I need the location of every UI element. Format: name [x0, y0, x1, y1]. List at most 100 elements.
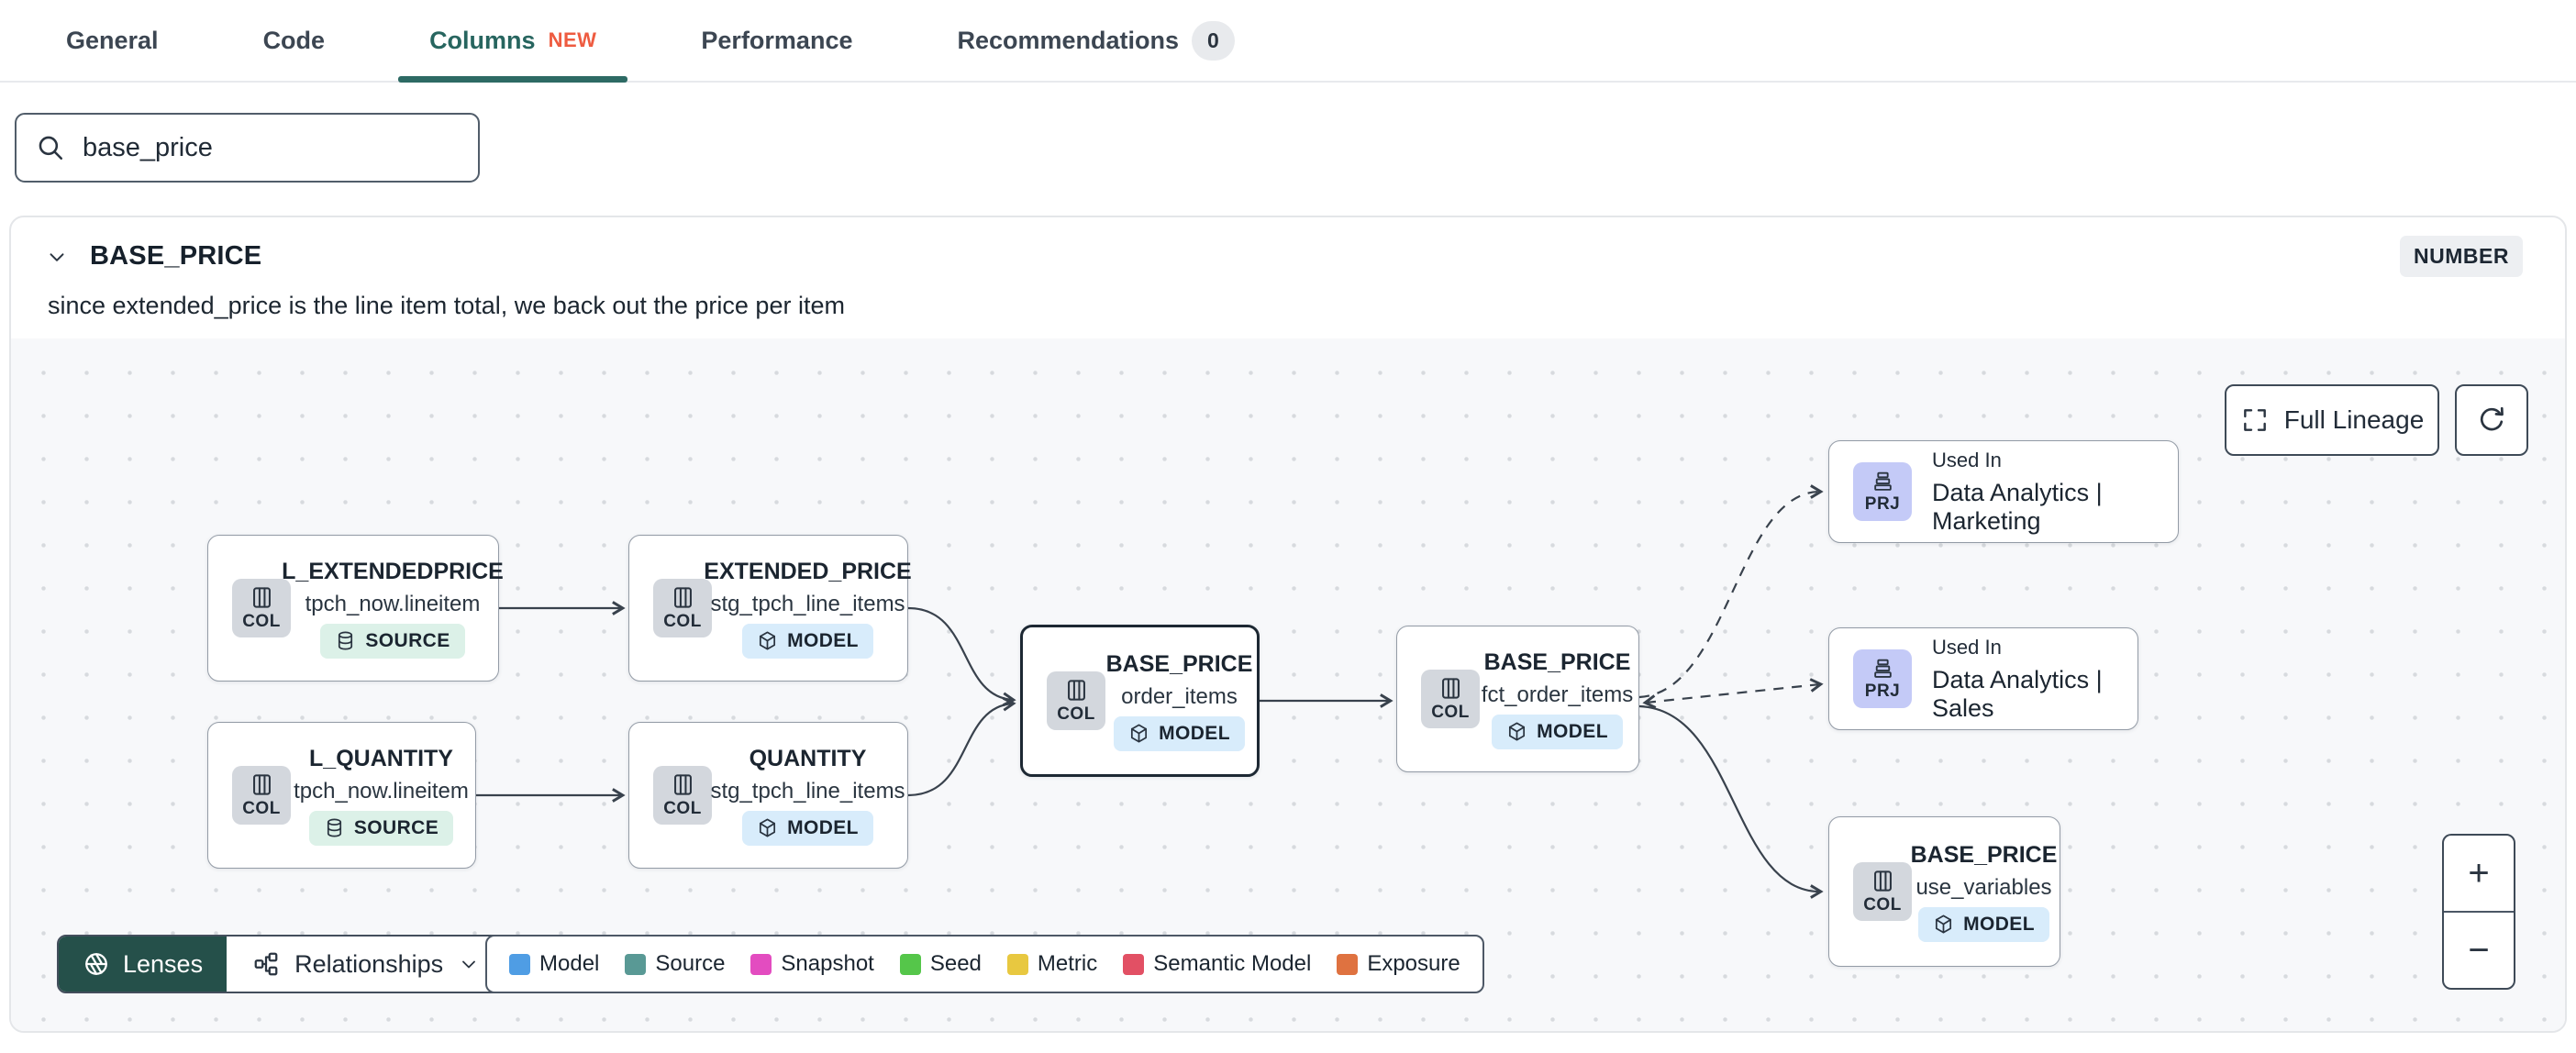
lineage-node-l-extendedprice[interactable]: COL L_EXTENDEDPRICE tpch_now.lineitem SO…: [207, 535, 504, 682]
node-subtitle: fct_order_items: [1481, 682, 1634, 707]
source-badge: SOURCE: [320, 623, 465, 659]
lineage-node-l-quantity[interactable]: COL L_QUANTITY tpch_now.lineitem SOURCE: [207, 722, 476, 869]
kind-label: COL: [242, 611, 281, 631]
model-badge: MODEL: [742, 810, 873, 846]
node-title: BASE_PRICE: [1910, 841, 2058, 868]
graph-icon: [254, 952, 278, 976]
model-badge: MODEL: [742, 623, 873, 659]
node-title: L_EXTENDEDPRICE: [282, 558, 504, 584]
lenses-label: Lenses: [123, 949, 204, 978]
cube-icon: [1509, 722, 1526, 741]
lenses-toolbar: Lenses Relationships: [57, 935, 508, 993]
source-badge: SOURCE: [308, 810, 454, 846]
kind-label: COL: [1863, 894, 1902, 914]
legend-swatch: [899, 953, 921, 975]
legend-label: Source: [655, 951, 726, 976]
columns-icon: [252, 586, 271, 608]
lineage-node-extended-price[interactable]: COL EXTENDED_PRICE stg_tpch_line_items M…: [628, 535, 912, 682]
lineage-node-base-price-order-items[interactable]: COL BASE_PRICE order_items MODEL: [1020, 625, 1260, 777]
column-kind-box: COL: [653, 766, 712, 825]
legend-swatch: [625, 953, 647, 975]
node-body: Used In Data Analytics | Sales: [1932, 636, 2114, 723]
project-kind-box: PRJ: [1853, 462, 1912, 521]
badge-label: MODEL: [787, 629, 859, 651]
kind-label: PRJ: [1864, 493, 1901, 514]
tab-columns[interactable]: Columns NEW: [398, 0, 628, 83]
legend-item-source: Source: [625, 951, 725, 977]
usage-label: Used In: [1932, 635, 2002, 659]
legend-swatch: [1006, 953, 1028, 975]
kind-label: COL: [663, 798, 702, 818]
column-kind-box: COL: [232, 766, 291, 825]
tab-code[interactable]: Code: [232, 0, 357, 81]
node-title: QUANTITY: [749, 745, 867, 771]
full-lineage-button[interactable]: Full Lineage: [2225, 384, 2439, 456]
zoom-controls: + −: [2442, 834, 2515, 990]
lineage-canvas[interactable]: COL L_EXTENDEDPRICE tpch_now.lineitem SO…: [11, 338, 2565, 1031]
node-body: BASE_PRICE order_items MODEL: [1106, 651, 1252, 751]
zoom-out-button[interactable]: −: [2444, 911, 2514, 988]
expand-icon: [2243, 409, 2266, 431]
columns-icon: [252, 773, 271, 795]
legend-label: Metric: [1037, 951, 1098, 976]
legend-item-exposure: Exposure: [1337, 951, 1460, 977]
count-badge: 0: [1192, 20, 1235, 61]
lineage-node-quantity[interactable]: COL QUANTITY stg_tpch_line_items MODEL: [628, 722, 908, 869]
lineage-node-base-price-use-variables[interactable]: COL BASE_PRICE use_variables MODEL: [1828, 816, 2060, 967]
usage-label: Used In: [1932, 448, 2002, 471]
badge-label: SOURCE: [353, 816, 439, 838]
legend-swatch: [1123, 953, 1145, 975]
column-kind-box: COL: [1047, 671, 1105, 730]
search-icon: [39, 136, 63, 161]
collapse-button[interactable]: [39, 238, 75, 275]
zoom-in-button[interactable]: +: [2468, 852, 2490, 893]
cube-icon: [760, 818, 776, 837]
project-stack-icon: [1873, 471, 1892, 491]
badge-label: MODEL: [1159, 722, 1230, 744]
relationships-dropdown[interactable]: Relationships: [227, 937, 506, 992]
column-panel-header: BASE_PRICE NUMBER since extended_price i…: [11, 217, 2565, 338]
legend-swatch: [1337, 953, 1359, 975]
column-name: BASE_PRICE: [90, 241, 262, 271]
columns-icon: [673, 586, 692, 608]
relationships-label: Relationships: [294, 949, 444, 978]
project-stack-icon: [1873, 659, 1892, 678]
column-kind-box: COL: [232, 579, 291, 637]
kind-label: COL: [663, 611, 702, 631]
chevron-down-icon: [50, 252, 64, 261]
node-subtitle: stg_tpch_line_items: [710, 778, 905, 804]
tab-recommendations[interactable]: Recommendations 0: [926, 0, 1265, 81]
tab-label: Code: [262, 26, 326, 54]
lineage-node-base-price-fct-order-items[interactable]: COL BASE_PRICE fct_order_items MODEL: [1396, 626, 1639, 772]
cube-icon: [760, 631, 776, 650]
lenses-button[interactable]: Lenses: [59, 937, 228, 992]
legend-swatch: [750, 953, 772, 975]
lineage-node-used-in-marketing[interactable]: PRJ Used In Data Analytics | Marketing: [1828, 440, 2179, 543]
node-body: QUANTITY stg_tpch_line_items MODEL: [710, 745, 905, 846]
node-body: L_EXTENDEDPRICE tpch_now.lineitem SOURCE: [282, 559, 504, 659]
legend-item-seed: Seed: [899, 951, 982, 977]
node-subtitle: order_items: [1121, 683, 1238, 709]
tab-performance[interactable]: Performance: [670, 0, 883, 81]
database-icon: [327, 818, 341, 837]
refresh-button[interactable]: [2455, 384, 2528, 456]
column-panel: BASE_PRICE NUMBER since extended_price i…: [9, 216, 2567, 1033]
legend-item-metric: Metric: [1006, 951, 1098, 977]
columns-icon: [1067, 679, 1085, 701]
column-search[interactable]: [15, 113, 480, 183]
column-kind-box: COL: [653, 579, 712, 637]
search-input[interactable]: [83, 132, 460, 163]
kind-label: PRJ: [1864, 681, 1901, 701]
node-subtitle: stg_tpch_line_items: [710, 591, 905, 616]
node-subtitle: tpch_now.lineitem: [294, 778, 469, 804]
node-title: BASE_PRICE: [1105, 650, 1253, 677]
node-title: BASE_PRICE: [1483, 648, 1631, 675]
lineage-node-used-in-sales[interactable]: PRJ Used In Data Analytics | Sales: [1828, 627, 2138, 730]
data-type-badge: NUMBER: [2400, 236, 2523, 277]
legend-swatch: [509, 953, 530, 975]
badge-label: MODEL: [1963, 913, 2035, 935]
usage-name: Data Analytics | Marketing: [1932, 478, 2103, 535]
project-kind-box: PRJ: [1853, 649, 1912, 708]
tab-general[interactable]: General: [35, 0, 190, 81]
legend-label: Semantic Model: [1153, 951, 1312, 976]
